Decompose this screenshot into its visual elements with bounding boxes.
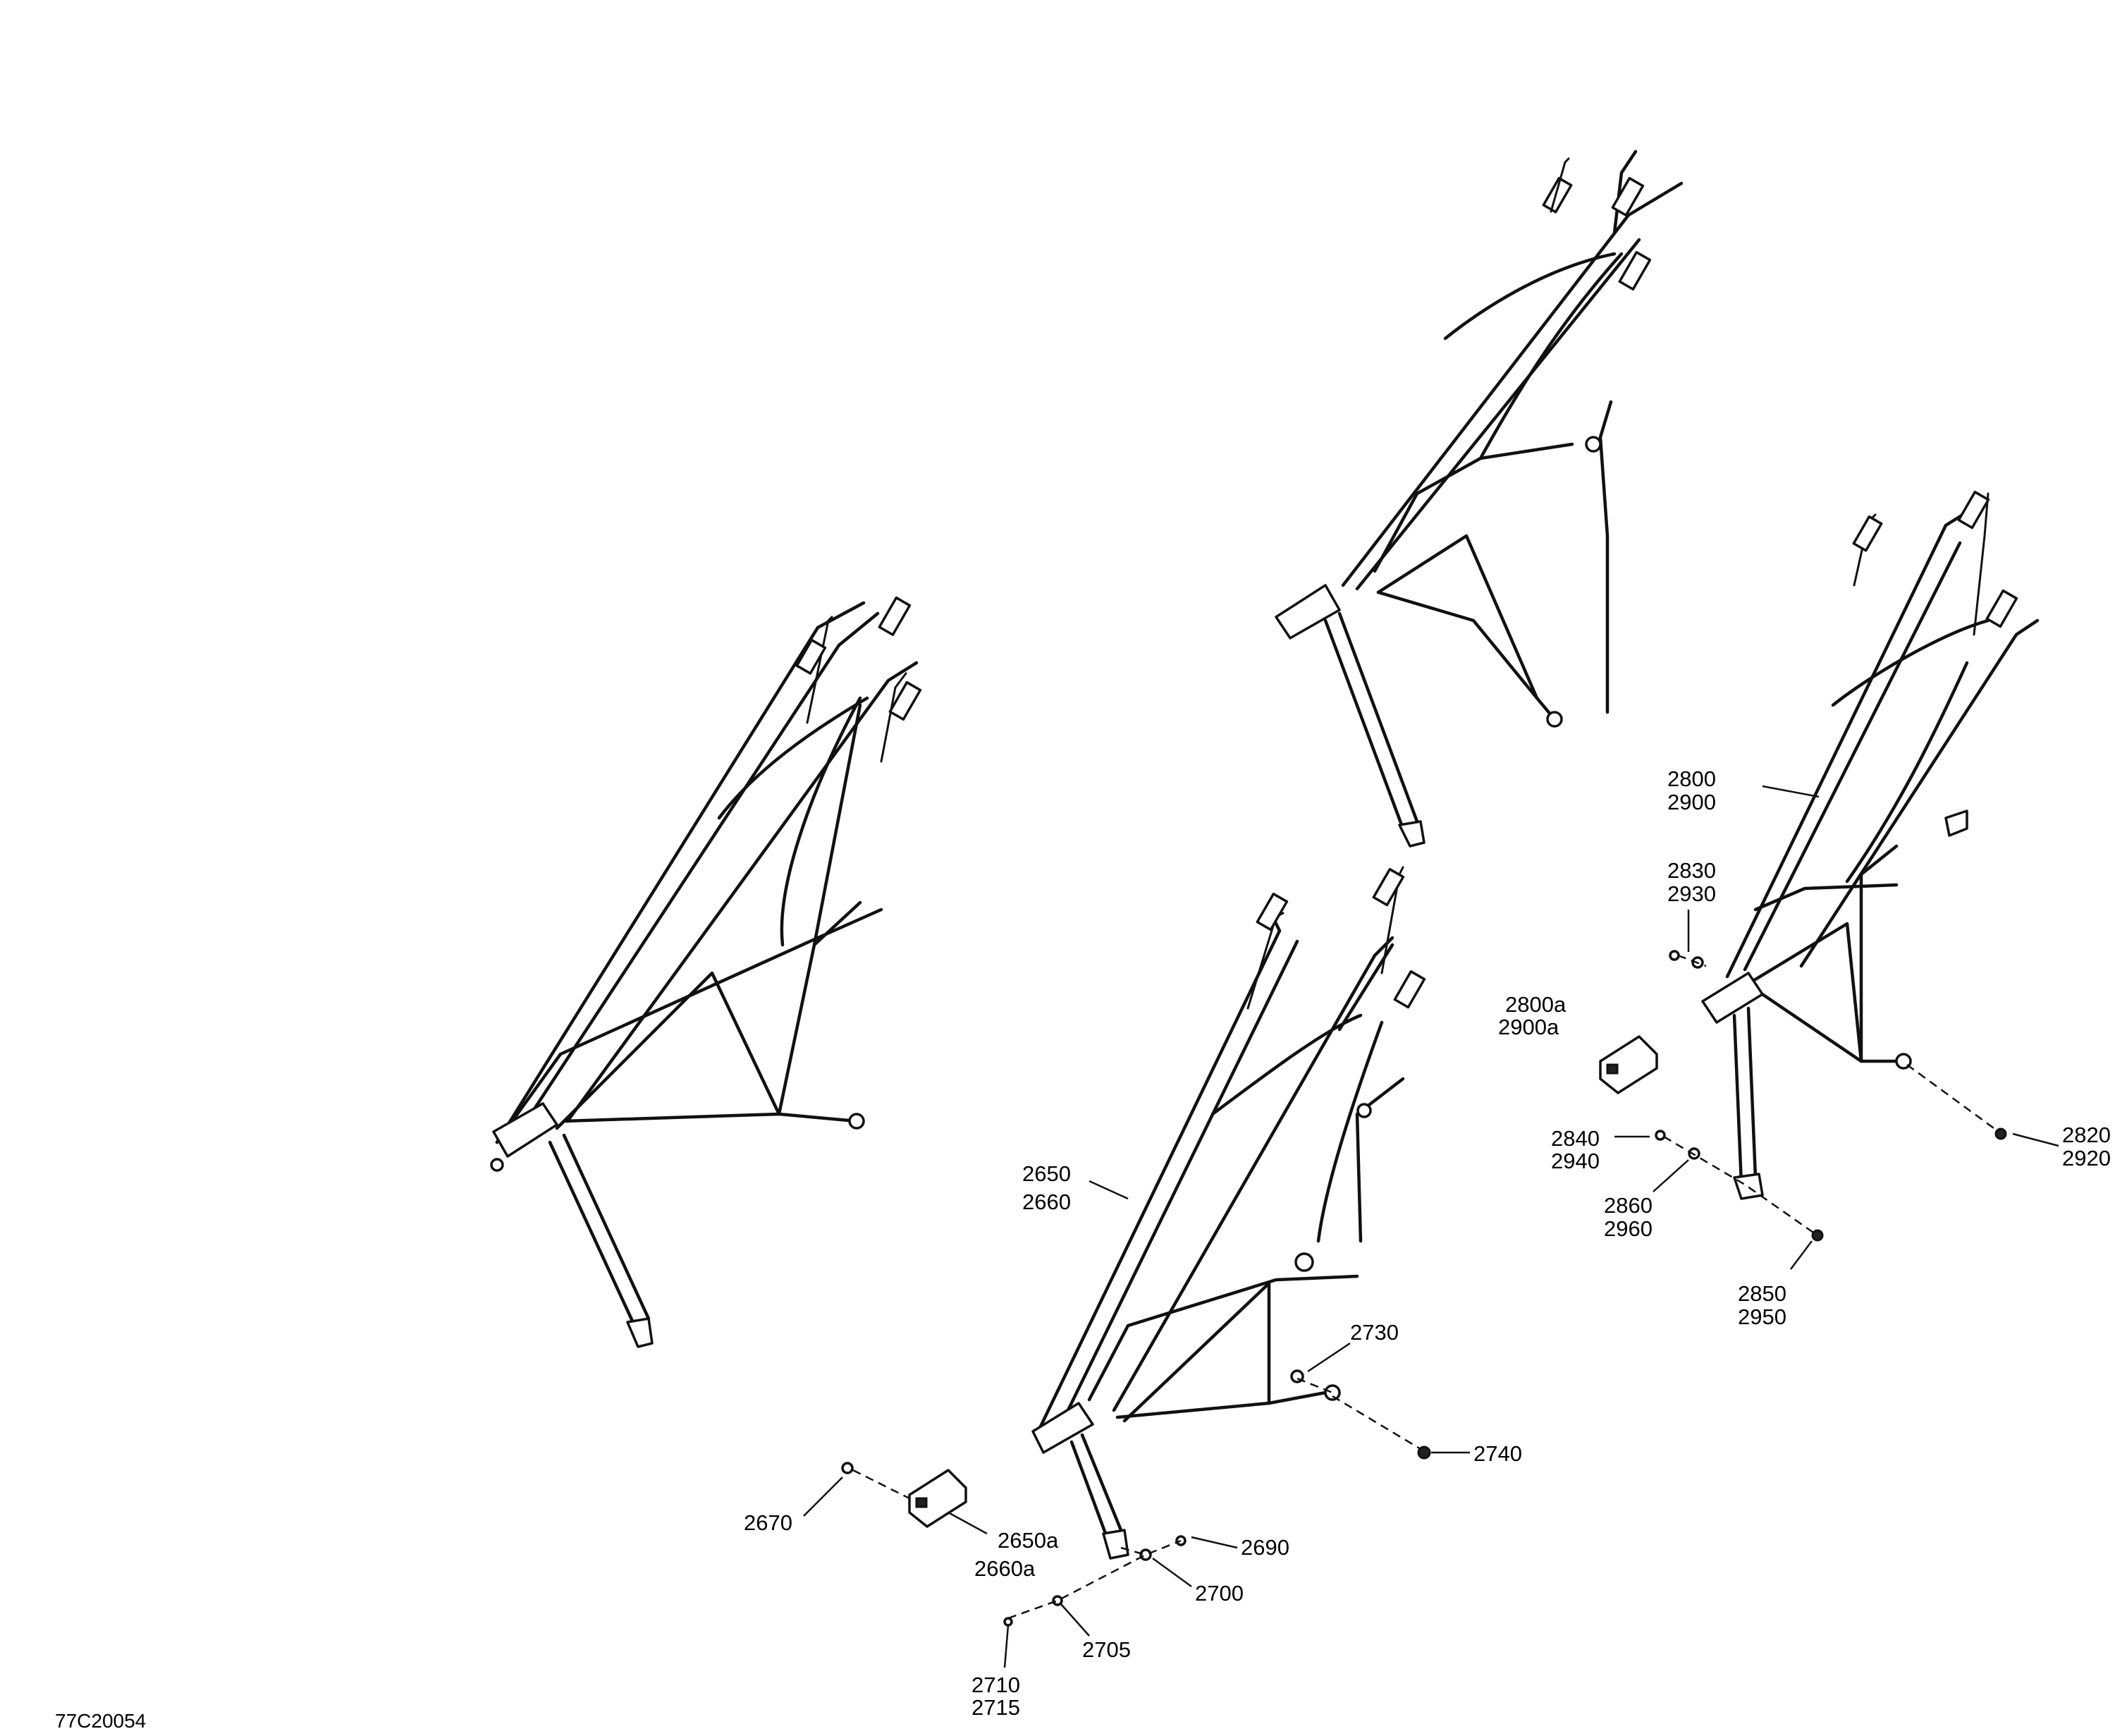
callout-2705: 2705 xyxy=(1082,1637,1131,1662)
strap-buckle xyxy=(1372,867,1405,907)
callout-2710: 2710 xyxy=(971,1673,1020,1697)
latch-2800a xyxy=(1599,1035,1658,1094)
strap-buckle xyxy=(888,680,922,721)
callout-2650: 2650 xyxy=(1022,1161,1071,1186)
lower-tab xyxy=(626,1317,654,1348)
nut-2740 xyxy=(1417,1445,1431,1460)
side-net-right xyxy=(1701,490,2040,1200)
strap-buckle xyxy=(878,596,912,636)
washer-2700 xyxy=(1139,1548,1152,1561)
latch-mechanism xyxy=(1275,584,1341,640)
screw-2830 xyxy=(1669,950,1680,961)
leader-lines xyxy=(803,785,2059,1668)
strap-end xyxy=(1944,809,1968,837)
strap-buckle xyxy=(1611,176,1645,216)
rear-mount xyxy=(848,1113,865,1130)
washer-2705 xyxy=(1052,1595,1063,1606)
callout-2960: 2960 xyxy=(1604,1216,1653,1241)
side-mount xyxy=(1585,436,1602,453)
latch-mechanism xyxy=(492,1102,558,1158)
hardware xyxy=(841,950,2007,1627)
strap-buckle xyxy=(1256,892,1289,931)
callout-2900a: 2900a xyxy=(1498,1015,1559,1039)
screw-2710 xyxy=(1003,1617,1013,1627)
callout-2860: 2860 xyxy=(1604,1193,1653,1218)
callout-2800: 2800 xyxy=(1667,766,1716,791)
callout-2800a: 2800a xyxy=(1505,992,1567,1017)
callout-labels: 2650 2660 2650a 2660a 2670 2690 2700 270… xyxy=(744,766,2111,1720)
callout-2730: 2730 xyxy=(1350,1320,1399,1345)
callout-2950: 2950 xyxy=(1738,1304,1786,1329)
callout-2840: 2840 xyxy=(1551,1126,1600,1151)
lower-tab xyxy=(1102,1529,1129,1560)
side-net-center xyxy=(1031,866,1426,1560)
strap-buckle xyxy=(1542,176,1573,214)
strap-buckle xyxy=(1618,250,1652,291)
nut-2850 xyxy=(1811,1229,1824,1242)
pivot-bolt xyxy=(490,1158,504,1172)
strap-buckle xyxy=(1957,490,1990,530)
side-net-left xyxy=(490,596,922,1348)
callout-2900: 2900 xyxy=(1667,790,1716,814)
strap-buckle xyxy=(1393,970,1426,1009)
callout-2920: 2920 xyxy=(2062,1146,2111,1170)
lower-tab xyxy=(1733,1173,1764,1200)
callout-2850: 2850 xyxy=(1738,1281,1786,1306)
callout-2690: 2690 xyxy=(1241,1535,1289,1560)
callout-2660a: 2660a xyxy=(974,1556,1036,1581)
callout-2830: 2830 xyxy=(1667,858,1716,883)
side-net-top xyxy=(1275,149,1684,848)
nut-2820 xyxy=(1994,1127,2007,1140)
callout-2650a: 2650a xyxy=(998,1528,1059,1553)
figure-id: 77C20054 xyxy=(55,1710,146,1732)
side-mount xyxy=(1356,1103,1372,1118)
callout-2940: 2940 xyxy=(1551,1149,1600,1173)
lower-tab xyxy=(1398,820,1426,848)
callout-2740: 2740 xyxy=(1473,1441,1522,1466)
strap-buckle xyxy=(795,638,827,675)
latch-2650a xyxy=(908,1469,967,1528)
rear-mount xyxy=(1324,1384,1341,1401)
strap-buckle xyxy=(1985,589,2018,628)
latch-mechanism xyxy=(1701,972,1764,1024)
nut-2670 xyxy=(841,1462,854,1474)
screw-2840 xyxy=(1655,1130,1666,1141)
callout-2700: 2700 xyxy=(1195,1581,1244,1606)
rear-mount xyxy=(1546,711,1563,728)
callout-2660: 2660 xyxy=(1022,1190,1071,1214)
callout-2670: 2670 xyxy=(744,1510,792,1535)
latch-mechanism xyxy=(1031,1402,1094,1454)
grommet xyxy=(1294,1252,1314,1272)
callout-2930: 2930 xyxy=(1667,881,1716,906)
latch-hole xyxy=(1606,1063,1619,1075)
callout-2820: 2820 xyxy=(2062,1123,2111,1147)
callout-2715: 2715 xyxy=(971,1695,1020,1720)
latch-hole xyxy=(915,1497,928,1508)
strap-buckle xyxy=(1852,515,1883,552)
